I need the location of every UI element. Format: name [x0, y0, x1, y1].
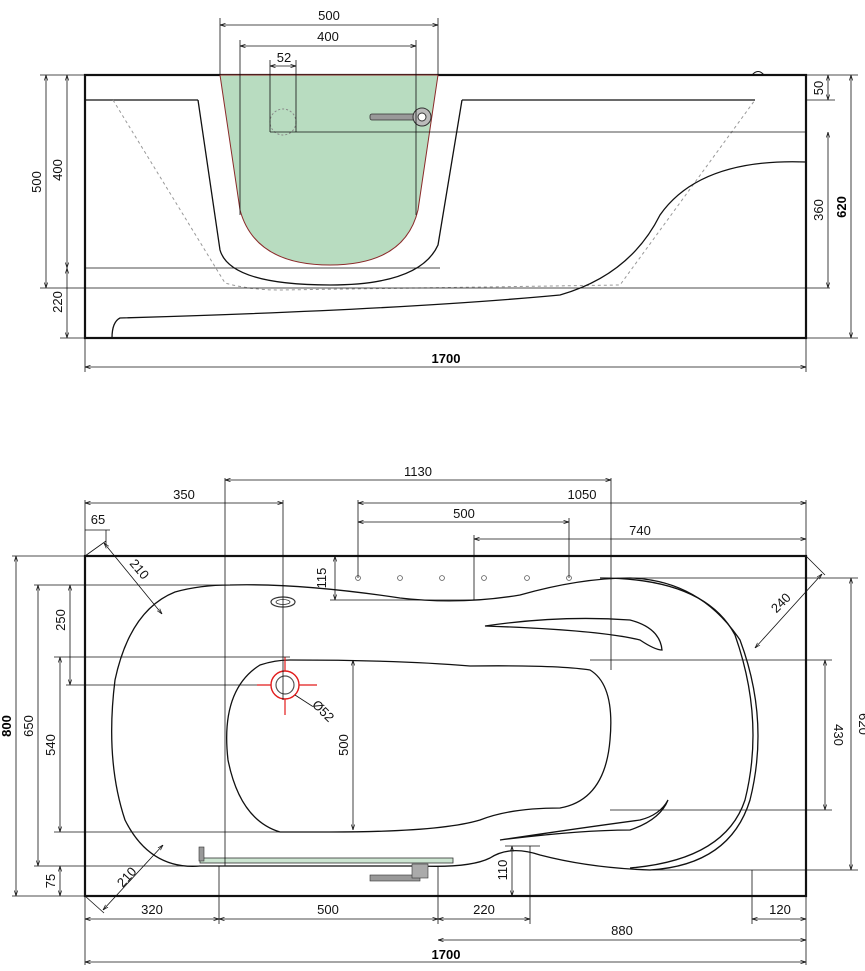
dim-880: 880 [611, 923, 633, 938]
dim-350: 350 [173, 487, 195, 502]
side-view-outline [83, 73, 808, 340]
top-inner-basin [226, 659, 612, 833]
dim-height-left: 500 [29, 171, 44, 193]
dim-side-length: 1700 [432, 351, 461, 366]
jet-dot [481, 575, 487, 581]
top-view: 1130 350 1050 500 740 65 210 115 240 [0, 464, 865, 965]
dim-inner-depth: 360 [811, 199, 826, 221]
top-view-outline [83, 554, 808, 898]
dim-500-door: 500 [317, 902, 339, 917]
dim-620: 620 [856, 713, 865, 735]
top-outer-contour-right [599, 577, 754, 869]
dim-door-height: 400 [50, 159, 65, 181]
dim-740: 740 [629, 523, 651, 538]
top-door-hinge [198, 846, 205, 862]
dim-250: 250 [53, 609, 68, 631]
dim-110: 110 [495, 860, 510, 881]
side-handle-knob-center [417, 112, 427, 122]
dim-valve: 52 [277, 50, 291, 65]
side-overflow-icon [751, 71, 765, 76]
top-door-bar [199, 857, 454, 864]
dim-step-height: 220 [50, 291, 65, 313]
side-view: 500 400 52 500 400 220 50 360 620 1 [29, 8, 858, 372]
dim-430: 430 [831, 724, 846, 746]
dim-650: 650 [21, 715, 36, 737]
dim-320: 320 [141, 902, 163, 917]
side-door-zone [219, 74, 439, 266]
dim-75: 75 [43, 874, 58, 888]
dim-door-outer: 500 [318, 8, 340, 23]
dim-1050: 1050 [568, 487, 597, 502]
dim-1130: 1130 [404, 464, 432, 479]
dim-540: 540 [43, 734, 58, 756]
side-hidden-basin [112, 99, 756, 291]
dim-500-basin: 500 [336, 734, 351, 756]
top-armrest-lower [499, 799, 669, 841]
jet-dot [524, 575, 530, 581]
dim-115: 115 [314, 568, 329, 589]
top-handle-block [411, 863, 429, 879]
jet-dot [439, 575, 445, 581]
dim-500-jets: 500 [453, 506, 475, 521]
dim-top-length: 1700 [432, 947, 461, 962]
dim-120: 120 [769, 902, 791, 917]
jet-dot [397, 575, 403, 581]
dim-800: 800 [0, 715, 14, 737]
side-backrest-curve [111, 161, 807, 339]
dim-door-inner: 400 [317, 29, 339, 44]
dim-65: 65 [91, 512, 105, 527]
dim-rim: 50 [811, 81, 826, 95]
dim-220: 220 [473, 902, 495, 917]
side-door-frame [197, 99, 463, 286]
top-armrest-upper [484, 617, 663, 651]
dim-total-height: 620 [834, 196, 849, 218]
